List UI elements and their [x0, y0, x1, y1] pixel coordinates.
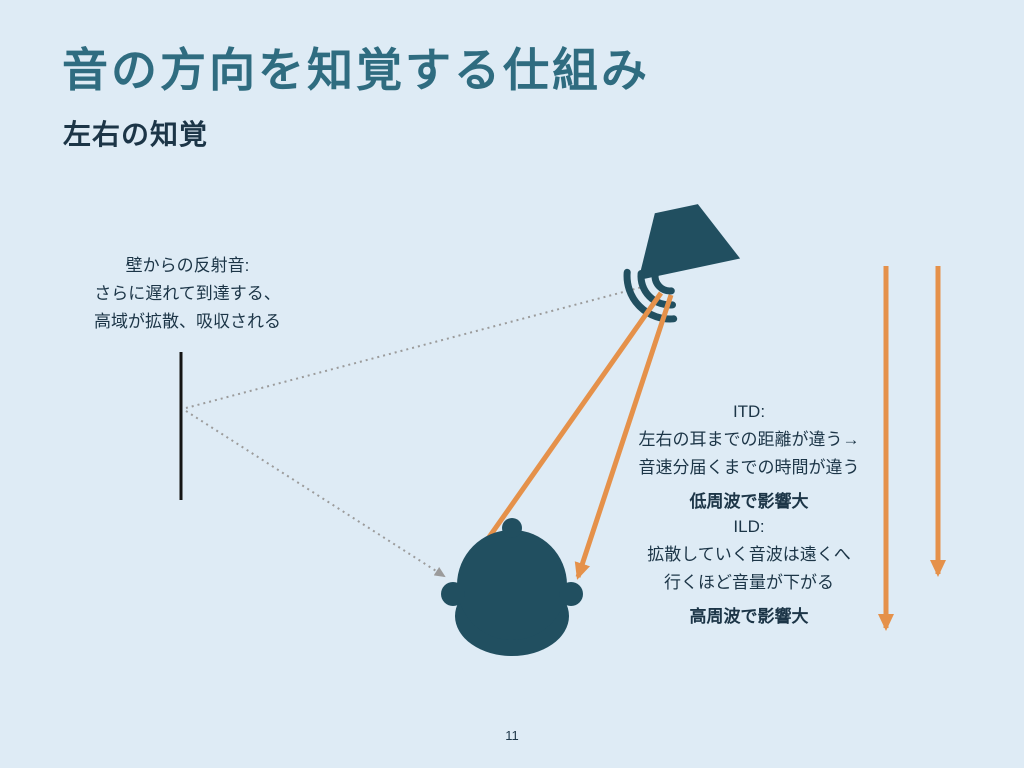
slide-title: 音の方向を知覚する仕組み	[62, 44, 650, 96]
listener-head-icon	[441, 518, 583, 656]
wall-reflection-line3: 高域が拡散、吸収される	[94, 312, 281, 331]
ild-heading: ILD:	[733, 517, 765, 536]
itd-line2: 音速分届くまでの時間が違う	[638, 458, 860, 477]
listener-head	[457, 530, 567, 640]
listener-nose	[502, 518, 522, 538]
itd-line1: 左右の耳までの距離が違う→	[638, 430, 860, 449]
wall-reflection-note: 壁からの反射音: さらに遅れて到達する、 高域が拡散、吸収される	[60, 252, 315, 336]
direct-sound-arrow-left-ear	[458, 291, 664, 580]
reflection-path-incident-line	[185, 285, 647, 409]
wall-reflection-line2: さらに遅れて到達する、	[94, 284, 281, 303]
slide-subtitle: 左右の知覚	[63, 119, 209, 150]
itd-note: ITD: 左右の耳までの距離が違う→ 音速分届くまでの時間が違う 低周波で影響大	[618, 398, 880, 516]
ild-line1: 拡散していく音波は遠くへ	[647, 545, 851, 564]
listener-right-ear	[559, 582, 583, 606]
itd-heading: ITD:	[732, 402, 766, 421]
direct-sound-arrow-right-ear	[574, 294, 674, 580]
reflection-path-reflected-line	[185, 410, 446, 578]
wall-reflection-line1: 壁からの反射音:	[125, 256, 250, 275]
speaker-icon	[638, 204, 741, 281]
ild-emphasis: 高周波で影響大	[689, 607, 809, 626]
ild-note: ILD: 拡散していく音波は遠くへ 行くほど音量が下がる 高周波で影響大	[618, 513, 880, 631]
itd-emphasis: 低周波で影響大	[689, 492, 809, 511]
page-number: 11	[505, 728, 519, 743]
listener-left-ear	[441, 582, 465, 606]
ild-line2: 行くほど音量が下がる	[664, 573, 834, 592]
